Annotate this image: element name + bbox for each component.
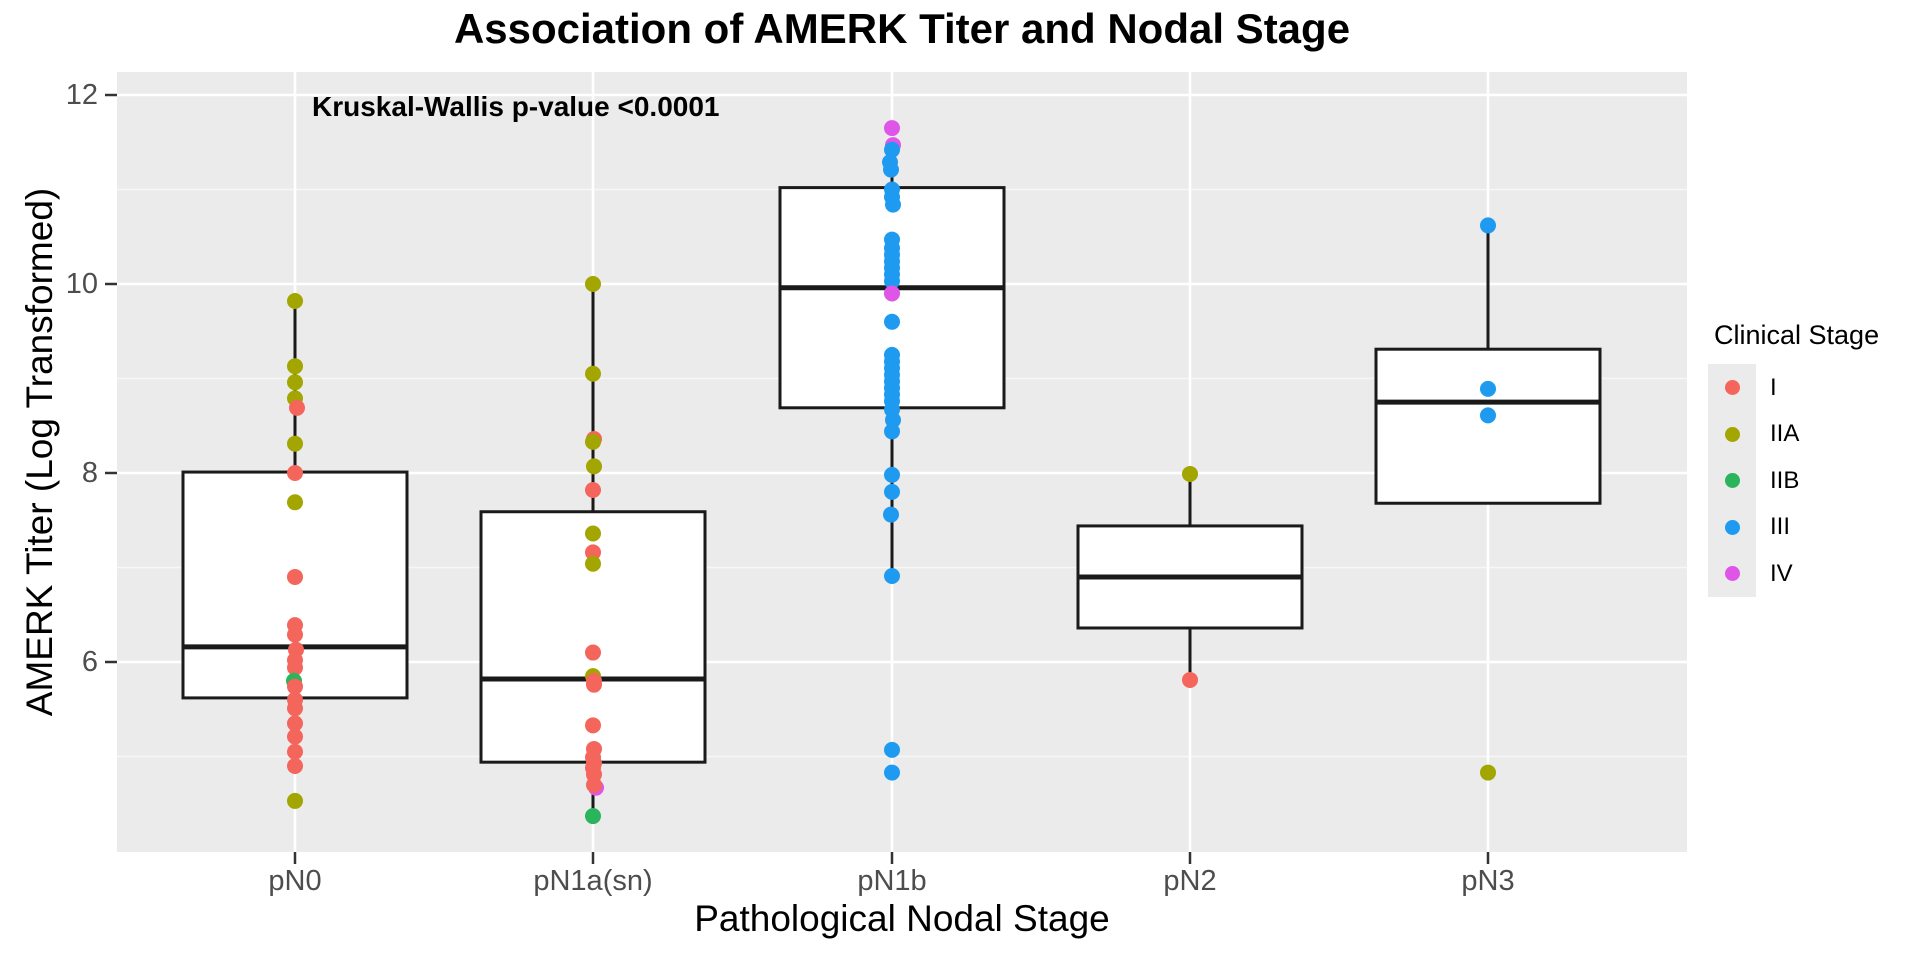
data-point-pN1a(sn) [586, 676, 602, 693]
data-point-pN1a(sn) [585, 555, 601, 572]
data-point-pN1a(sn) [585, 717, 601, 734]
legend-dot-IIB [1724, 473, 1740, 488]
data-point-pN0 [287, 757, 303, 774]
data-point-pN1a(sn) [585, 525, 601, 542]
data-point-pN1b [884, 483, 900, 500]
data-point-pN1a(sn) [585, 808, 601, 825]
y-tick-label-10: 10 [65, 268, 98, 300]
data-point-pN1a(sn) [585, 276, 601, 292]
data-point-pN1b [884, 273, 900, 290]
data-point-pN1b [884, 568, 900, 585]
data-point-pN3 [1480, 380, 1496, 397]
data-point-pN0 [287, 659, 303, 676]
x-tick-label-pN1a(sn): pN1a(sn) [533, 865, 653, 897]
data-point-pN0 [287, 293, 303, 310]
data-point-pN0 [287, 626, 303, 643]
data-point-pN1b [884, 466, 900, 483]
data-point-pN1b [884, 285, 900, 302]
y-tick-label-6: 6 [81, 646, 98, 678]
data-point-pN1b [884, 423, 900, 440]
data-point-pN2 [1182, 671, 1198, 688]
x-tick-label-pN1b: pN1b [857, 865, 927, 897]
data-point-pN3 [1480, 764, 1496, 781]
y-axis-title: AMERK Titer (Log Transformed) [19, 187, 60, 717]
data-point-pN0 [287, 374, 303, 391]
data-point-pN1a(sn) [586, 458, 602, 475]
box-pN3 [1374, 347, 1602, 505]
x-tick-label-pN3: pN3 [1461, 865, 1515, 897]
data-point-pN1b [884, 120, 900, 137]
kruskal-wallis-annotation: Kruskal-Wallis p-value <0.0001 [312, 91, 720, 122]
data-point-pN3 [1480, 217, 1496, 234]
data-point-pN1a(sn) [585, 433, 601, 450]
legend-label-III: III [1770, 513, 1791, 540]
data-point-pN0 [287, 435, 303, 452]
chart-title: Association of AMERK Titer and Nodal Sta… [453, 5, 1351, 52]
data-point-pN1b [884, 741, 900, 758]
data-point-pN1b [884, 764, 900, 781]
y-tick-label-8: 8 [81, 457, 98, 489]
data-point-pN0 [287, 728, 303, 745]
x-axis-title: Pathological Nodal Stage [694, 898, 1110, 939]
data-point-pN1b [883, 506, 899, 523]
data-point-pN1b [883, 161, 899, 178]
data-point-pN0 [287, 743, 303, 760]
data-point-pN1b [884, 141, 900, 158]
data-point-pN0 [287, 700, 303, 717]
legend-label-IV: IV [1770, 559, 1793, 587]
legend-dot-III [1724, 519, 1740, 535]
x-tick-label-pN2: pN2 [1163, 865, 1217, 897]
data-point-pN0 [287, 568, 303, 585]
legend-dot-IV [1724, 566, 1740, 581]
data-point-pN1a(sn) [585, 544, 601, 561]
legend-label-IIB: IIB [1770, 466, 1800, 494]
x-tick-label-pN0: pN0 [268, 865, 322, 897]
y-tick-label-12: 12 [65, 79, 98, 111]
data-point-pN0 [287, 465, 303, 481]
data-point-pN2 [1182, 465, 1198, 482]
data-point-pN1a(sn) [585, 482, 601, 499]
data-point-pN1b [884, 313, 900, 330]
data-point-pN0 [289, 399, 305, 416]
data-point-pN1a(sn) [586, 776, 602, 793]
data-point-pN0 [287, 678, 303, 695]
data-point-pN1b [885, 196, 901, 213]
data-point-pN1a(sn) [585, 644, 601, 661]
legend-dot-IIA [1724, 426, 1740, 442]
data-point-pN0 [287, 792, 303, 809]
legend-dot-I [1724, 380, 1740, 395]
data-point-pN0 [287, 494, 303, 511]
data-point-pN0 [287, 715, 303, 732]
legend-title: Clinical Stage [1714, 320, 1880, 350]
data-point-pN0 [287, 358, 303, 375]
data-point-pN1a(sn) [585, 365, 601, 382]
legend-label-I: I [1770, 373, 1777, 401]
legend-label-IIA: IIA [1770, 420, 1800, 447]
data-point-pN3 [1480, 407, 1496, 424]
